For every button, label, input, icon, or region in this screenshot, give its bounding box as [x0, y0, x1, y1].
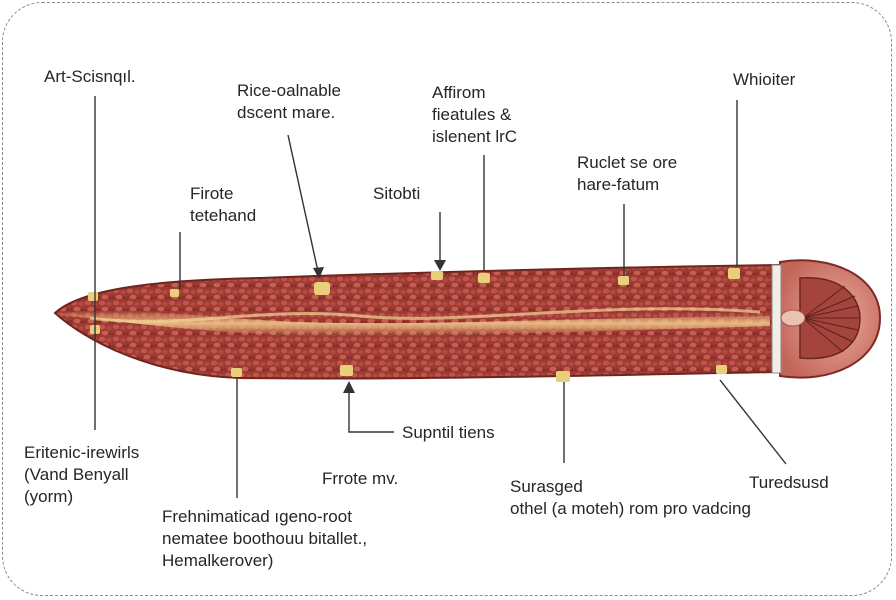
worm-head	[772, 260, 880, 377]
label-rice-oalnable: Rice-oalnable dscent mare.	[237, 80, 341, 124]
label-sitobti: Sitobti	[373, 183, 420, 205]
label-supntil-tiens: Supntil tiens	[402, 422, 495, 444]
label-whioiter: Whioiter	[733, 69, 795, 91]
label-surasged: Surasged othel (a moteh) rom pro vadcing	[510, 476, 751, 520]
label-frehnimaticad: Frehnimaticad ıgeno-root nematee boothou…	[162, 506, 367, 572]
label-turedsusd: Turedsusd	[749, 472, 829, 494]
label-ruclet-se-ore: Ruclet se ore hare-fatum	[577, 152, 677, 196]
label-firote-tetehand: Firote tetehand	[190, 183, 256, 227]
label-eritenic: Eritenic-irewirls (Vand Benyall (yorm)	[24, 442, 139, 508]
label-frrote-mv: Frrote mv.	[322, 468, 398, 490]
label-affirom: Affirom fieatules & islenent lrC	[432, 82, 517, 148]
label-art-scisnqil: Art-Scisnqıl.	[44, 66, 136, 88]
